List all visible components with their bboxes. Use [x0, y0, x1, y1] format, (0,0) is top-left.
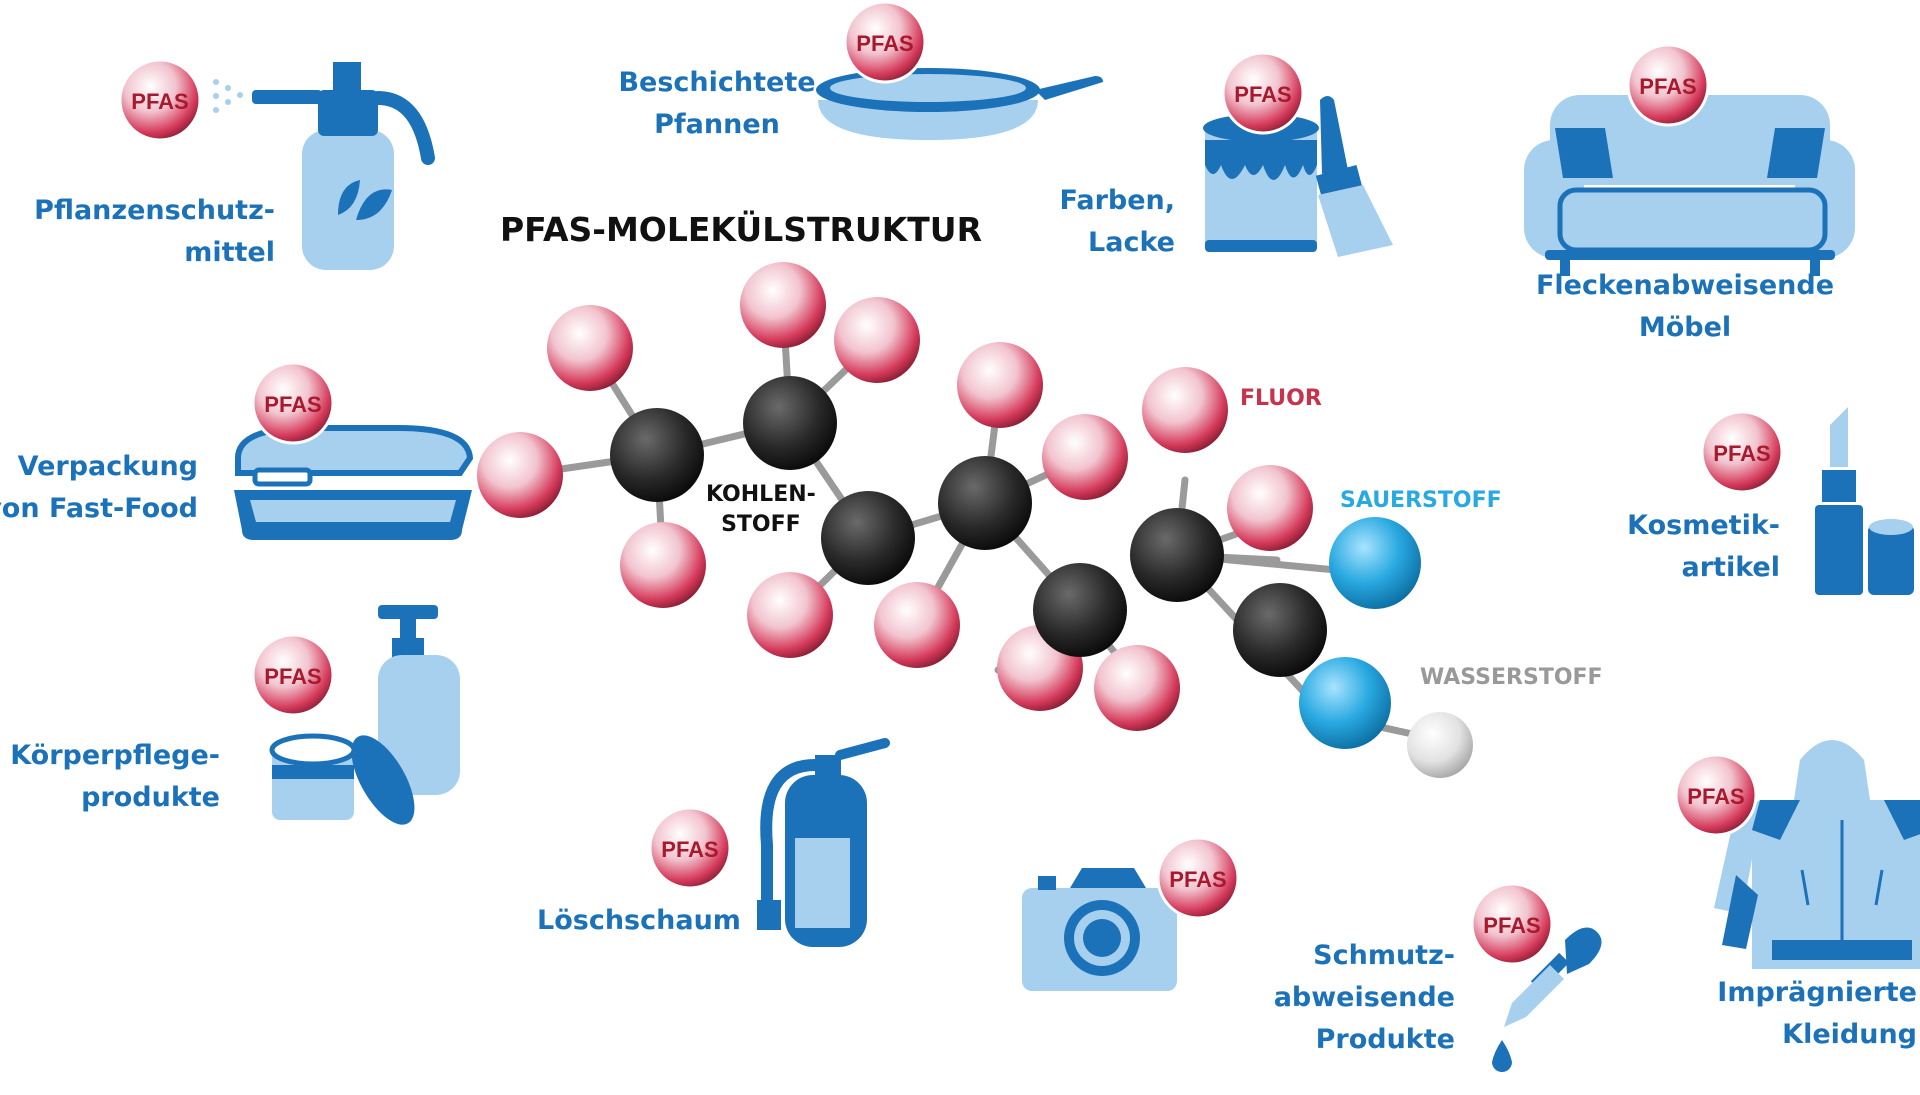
- label-line: Möbel: [1638, 312, 1732, 343]
- pfas-badge-label: PFAS: [1483, 913, 1540, 938]
- fluor-label: FLUOR: [1240, 386, 1322, 411]
- label-line: Kosmetik-: [1627, 510, 1780, 541]
- label-line: Kleidung: [1782, 1019, 1917, 1050]
- fluor-atom: [1094, 645, 1180, 731]
- sofa-icon: [1524, 95, 1855, 276]
- label-line: produkte: [81, 782, 220, 813]
- label-loeschschaum: Löschschaum: [537, 905, 741, 936]
- label-line: Körperpflege-: [10, 740, 220, 771]
- paintbrush-icon: [1315, 96, 1393, 257]
- carbon-label-line: STOFF: [721, 512, 801, 537]
- lipstick-icon: [1815, 407, 1914, 595]
- camera-icon: [1022, 868, 1177, 991]
- label-kosmetik: Kosmetik- artikel: [1627, 505, 1780, 589]
- fluor-atom: [874, 582, 960, 668]
- label-line: abweisende: [1273, 982, 1455, 1013]
- pfas-badge-label: PFAS: [661, 837, 718, 862]
- pfas-badge-label: PFAS: [1639, 74, 1696, 99]
- label-line: Lacke: [1088, 227, 1175, 258]
- label-pflanzenschutzmittel: Pflanzenschutz- mittel: [34, 190, 275, 274]
- pfas-badge-label: PFAS: [264, 664, 321, 689]
- label-line: von Fast-Food: [0, 493, 198, 524]
- label-line: Farben,: [1059, 185, 1175, 216]
- hydrogen-atom: [1407, 712, 1473, 778]
- label-schmutzabweisend: Schmutz- abweisende Produkte: [1274, 935, 1455, 1061]
- fluor-atom: [477, 432, 563, 518]
- label-line: Imprägnierte: [1717, 977, 1917, 1008]
- pfas-badge-label: PFAS: [1234, 82, 1291, 107]
- label-verpackung: Verpackung von Fast-Food: [0, 446, 198, 530]
- carbon-atom: [1130, 508, 1224, 602]
- fluor-atom: [1042, 414, 1128, 500]
- pfas-badge-label: PFAS: [131, 89, 188, 114]
- carbon-atom: [1233, 583, 1327, 677]
- label-moebel: Fleckenabweisende Möbel: [1530, 265, 1840, 349]
- fluor-atom: [747, 572, 833, 658]
- fluor-atom: [547, 305, 633, 391]
- oxygen-atom: [1299, 657, 1391, 749]
- label-line: Beschichtete: [618, 67, 816, 98]
- label-line: Verpackung: [17, 451, 198, 482]
- fluor-atom: [834, 297, 920, 383]
- label-koerperpflege: Körperpflege- produkte: [10, 735, 220, 819]
- carbon-atom: [938, 456, 1032, 550]
- body-care-icon: [269, 605, 460, 825]
- carbon-label: KOHLEN- STOFF: [706, 480, 816, 540]
- label-pfannen: Beschichtete Pfannen: [592, 62, 842, 146]
- hydrogen-label: WASSERSTOFF: [1420, 665, 1603, 690]
- label-line: Pflanzenschutz-: [34, 195, 275, 226]
- fluor-atom: [740, 262, 826, 348]
- pfas-badge-label: PFAS: [1169, 867, 1226, 892]
- label-line: mittel: [184, 237, 275, 268]
- fluor-atom: [1227, 465, 1313, 551]
- oxygen-label: SAUERSTOFF: [1340, 488, 1502, 513]
- jacket-icon: [1714, 740, 1920, 969]
- diagram-title: PFAS-MOLEKÜLSTRUKTUR: [500, 210, 982, 249]
- fluor-atoms: [477, 262, 1313, 731]
- paint-bucket-icon: [1203, 114, 1319, 252]
- carbon-label-line: KOHLEN-: [706, 482, 816, 507]
- carbon-atom: [821, 491, 915, 585]
- pfas-badge-label: PFAS: [856, 31, 913, 56]
- oxygen-atom: [1329, 517, 1421, 609]
- label-line: Schmutz-: [1313, 940, 1455, 971]
- label-line: Pfannen: [654, 109, 780, 140]
- food-container-icon: [234, 425, 474, 540]
- carbon-atom: [743, 376, 837, 470]
- carbon-atoms: [610, 376, 1327, 677]
- label-kleidung: Imprägnierte Kleidung: [1717, 972, 1917, 1056]
- pipette-icon: [1492, 927, 1602, 1072]
- pfas-badge-label: PFAS: [1713, 441, 1770, 466]
- fluor-atom: [1142, 367, 1228, 453]
- fluor-atom: [620, 522, 706, 608]
- label-line: artikel: [1681, 552, 1781, 583]
- frying-pan-icon: [816, 68, 1103, 140]
- label-line: Produkte: [1315, 1024, 1455, 1055]
- fluor-atom: [957, 342, 1043, 428]
- label-farben: Farben, Lacke: [1059, 180, 1175, 264]
- fire-extinguisher-icon: [757, 738, 890, 947]
- carbon-atom: [1033, 563, 1127, 657]
- pfas-badge-label: PFAS: [1687, 784, 1744, 809]
- pfas-badge-label: PFAS: [264, 392, 321, 417]
- carbon-atom: [610, 408, 704, 502]
- pfas-badges: [118, 0, 1784, 966]
- spray-bottle-icon: [213, 62, 435, 270]
- label-line: Fleckenabweisende: [1535, 270, 1835, 301]
